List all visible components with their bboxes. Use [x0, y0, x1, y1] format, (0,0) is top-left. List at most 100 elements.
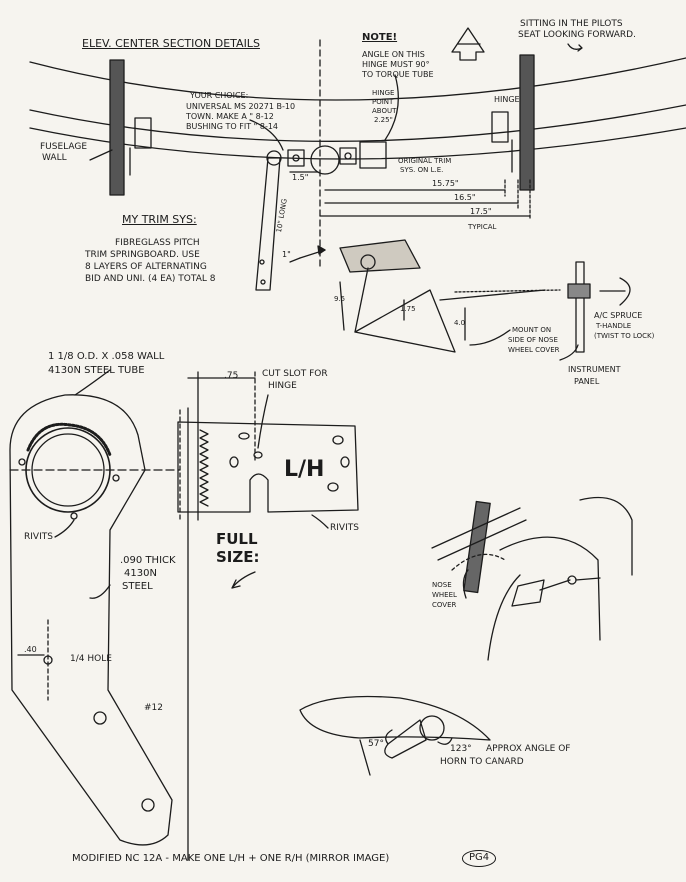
spar-lower-line: [29, 104, 686, 142]
mount-leader: [469, 329, 511, 346]
fiberglass-line-4: BID AND UNI. (4 EA) TOTAL 8: [85, 274, 216, 284]
choice-line-4: BUSHING TO FIT " 8-14: [186, 122, 279, 131]
hole-12-label: #12: [144, 703, 163, 713]
horn-outline: [9, 394, 173, 846]
hinge-point-1: HINGE: [372, 89, 395, 97]
full-size-line-2: SIZE:: [216, 548, 260, 566]
page-number: PG4: [462, 850, 497, 867]
hole-label: 1/4 HOLE: [70, 654, 112, 664]
dim-1-5-label: 1.5": [292, 173, 309, 182]
dim-16-5-label: 16.5": [454, 193, 476, 202]
nose-wheel-sketch: [431, 496, 633, 661]
note-line-2: HINGE MUST 90°: [362, 60, 430, 69]
rivits-left-label: RIVITS: [24, 532, 53, 542]
center-section-elevation: [29, 27, 686, 291]
note-title: NOTE!: [362, 32, 398, 43]
panel-line-1: INSTRUMENT: [568, 365, 621, 374]
spar-upper-line: [29, 57, 686, 101]
nose-line-3: COVER: [432, 601, 457, 609]
center-universal-joint: [310, 145, 340, 175]
dim-17-5-label: 17.5": [470, 207, 492, 216]
fuselage-label-1: FUSELAGE: [40, 142, 88, 152]
canard-angle-sketch: [299, 695, 491, 776]
springboard-link: [354, 289, 456, 353]
lh-label: L/H: [284, 457, 325, 482]
nose-leader: [462, 569, 469, 599]
steel-line-1: .090 THICK: [120, 555, 176, 566]
choice-line-1: YOUR CHOICE:: [190, 91, 249, 100]
nose-cover-curve: [499, 536, 601, 641]
fuselage-wall-right: [519, 54, 535, 191]
angle-57-arc: [385, 729, 393, 745]
nose-line-2: WHEEL: [432, 591, 457, 599]
angle-123-label: 123°: [450, 744, 472, 754]
trim-dim-9-5: 9.5: [334, 295, 346, 303]
springboard: [354, 267, 369, 333]
steel-line-2: 4130N: [124, 568, 157, 579]
canard-tube: [419, 715, 445, 741]
tube-3d-b: [437, 519, 527, 561]
cut-line-1: CUT SLOT FOR: [262, 369, 328, 379]
trim-heading: MY TRIM SYS:: [122, 213, 197, 226]
hole-12: [93, 711, 107, 725]
fuselage-wall-left: [109, 59, 125, 196]
hinge-block-left: [134, 117, 152, 149]
center-block-right: [339, 147, 357, 165]
trim-clamp: [359, 141, 387, 169]
canard-section: [339, 239, 421, 273]
trim-dim-1-75: 1.75: [400, 305, 416, 313]
bottom-hole: [141, 798, 155, 812]
t-handle-grip: [599, 277, 631, 306]
choice-line-2: UNIVERSAL MS 20271 B-10: [186, 102, 296, 111]
cut-slot-leader: [257, 394, 269, 449]
steel-line-3: STEEL: [122, 581, 153, 592]
fiberglass-line-1: FIBREGLASS PITCH: [115, 238, 200, 248]
trim-system-diagram: [289, 239, 631, 361]
fuselage-leader: [89, 149, 113, 161]
pitch-horn-arm: [255, 157, 281, 291]
instrument-panel: [575, 261, 585, 353]
note-line-3: TO TORQUE TUBE: [362, 70, 434, 79]
rivits-right-leader: [311, 514, 329, 529]
rivit-hole-1: [18, 458, 26, 466]
full-size-arrow: [231, 571, 256, 589]
horn-pivot: [266, 150, 282, 166]
cover-dashed: [451, 553, 506, 571]
choice-leader: [249, 119, 284, 151]
rivit-hole-2: [112, 474, 120, 482]
rivits-leader: [54, 519, 75, 538]
steel-leader: [89, 584, 111, 599]
hinge-blank-outline: [177, 421, 359, 513]
orig-trim-1: ORIGINAL TRIM: [398, 157, 452, 165]
dim-15-75-label: 15.75": [432, 179, 459, 188]
tube-line-2: 4130N STEEL TUBE: [48, 365, 145, 376]
approx-line-2: HORN TO CANARD: [440, 757, 524, 767]
curl-arrow-icon: [567, 43, 583, 52]
torque-tube-line: [29, 127, 686, 160]
typical-label: TYPICAL: [468, 223, 497, 231]
view-line-2: SEAT LOOKING FORWARD.: [518, 30, 636, 40]
trim-cable: [454, 289, 561, 293]
mount-line-2: SIDE OF NOSE: [508, 336, 558, 344]
note-line-1: ANGLE ON THIS: [362, 50, 425, 59]
spruce-line-1: A/C SPRUCE: [594, 311, 643, 320]
hinge-blank-detail: [177, 371, 359, 861]
mount-line-3: WHEEL COVER: [508, 346, 560, 354]
center-block-left: [287, 149, 305, 167]
mount-line-1: MOUNT ON: [512, 326, 552, 334]
angle-123-arc: [437, 737, 453, 745]
nose-line-1: NOSE: [432, 581, 452, 589]
tube-leader: [74, 369, 111, 396]
note-leader: [384, 74, 399, 141]
rivits-right-label: RIVITS: [330, 523, 359, 533]
spruce-line-3: (TWIST TO LOCK): [594, 332, 655, 340]
rivit-hole-3: [70, 512, 78, 520]
trim-dim-1: 1": [282, 250, 291, 259]
tube-line-1: 1 1/8 O.D. X .058 WALL: [48, 351, 165, 362]
full-size-line-1: FULL: [216, 530, 258, 548]
hinge-block-right: [491, 111, 509, 143]
horn-full-size: [9, 369, 181, 846]
dim-75-label: .75: [224, 371, 239, 381]
